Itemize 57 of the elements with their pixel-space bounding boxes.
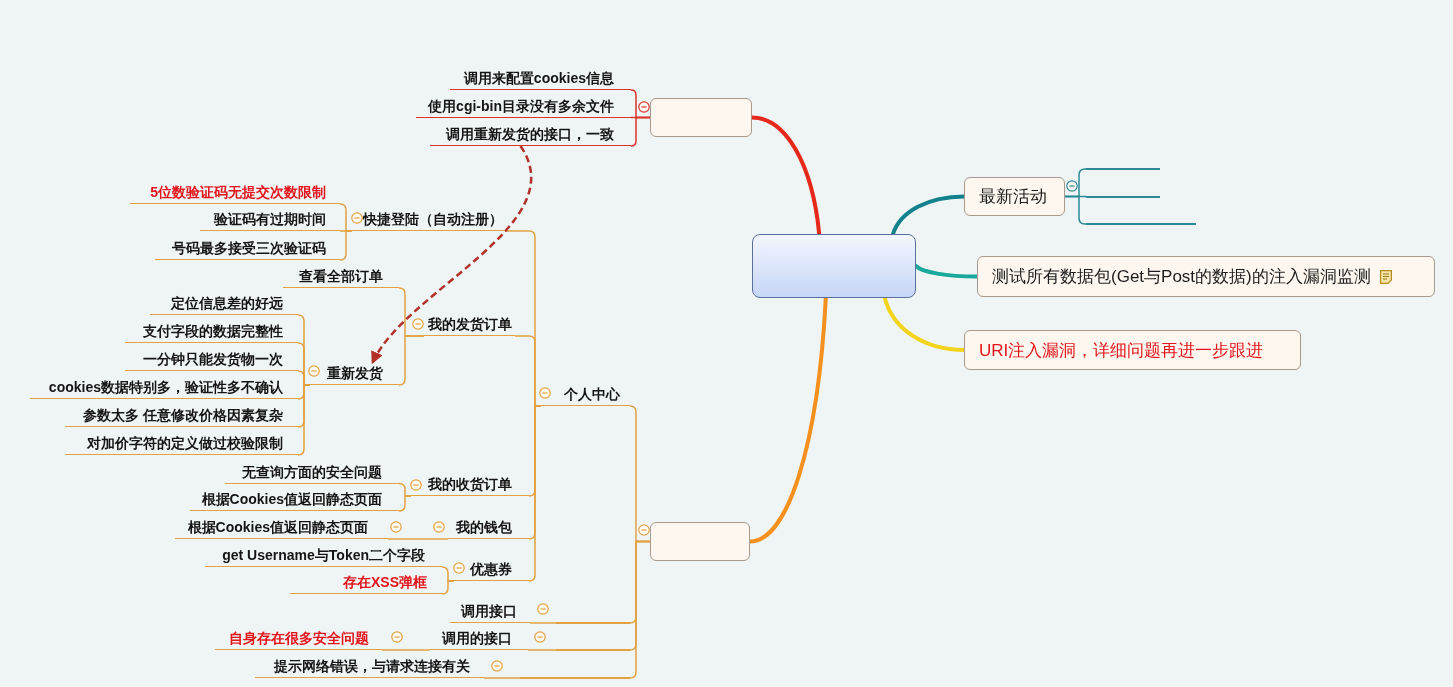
topic-label: 支付字段的数据完整性 bbox=[125, 321, 298, 343]
branch-line bbox=[556, 622, 630, 624]
connector bbox=[630, 116, 651, 147]
connector bbox=[441, 580, 455, 595]
topic-label: 参数太多 任意修改价格因素复杂 bbox=[65, 405, 298, 427]
topic-label: 5位数验证码无提交次数限制 bbox=[130, 182, 340, 204]
connector bbox=[381, 649, 431, 651]
branch-curve bbox=[750, 115, 822, 236]
branch-curve bbox=[891, 194, 966, 236]
connector bbox=[629, 540, 651, 679]
topic-label: 调用的接口 bbox=[430, 628, 528, 650]
connector bbox=[528, 405, 542, 582]
topic-label: 验证码有过期时间 bbox=[200, 209, 340, 231]
topic-label: get Username与Token二个字段 bbox=[205, 545, 442, 567]
topic-label: 我的钱包 bbox=[448, 517, 529, 539]
topic-label: 存在XSS弹框 bbox=[290, 572, 442, 594]
connector bbox=[297, 384, 311, 456]
connector bbox=[529, 622, 557, 624]
topic-label: cookies数据特别多，验证性多不确认 bbox=[30, 377, 298, 399]
topic-label: 自身存在很多安全问题 bbox=[215, 628, 382, 650]
topic-label: 一分钟只能发货物一次 bbox=[125, 349, 298, 371]
branch-line bbox=[1086, 168, 1160, 170]
topic-label: 根据Cookies值返回静态页面 bbox=[190, 489, 399, 511]
connector bbox=[339, 230, 353, 261]
topic-label: 定位信息差的好远 bbox=[150, 293, 298, 315]
branch-curve bbox=[914, 264, 979, 279]
topic-label: 查看全部订单 bbox=[283, 266, 399, 288]
topic-box: 最新活动 bbox=[964, 177, 1065, 216]
topic-box bbox=[650, 522, 750, 561]
topic-label: 调用重新发货的接口，一致 bbox=[430, 124, 631, 146]
topic-label: 调用来配置cookies信息 bbox=[450, 68, 631, 90]
branch-line bbox=[520, 677, 630, 679]
connector bbox=[398, 495, 412, 512]
connector bbox=[387, 538, 449, 540]
topic-label: 号码最多接受三次验证码 bbox=[155, 238, 340, 260]
topic-label: 我的发货订单 bbox=[424, 314, 515, 336]
topic-label: 无查询方面的安全问题 bbox=[225, 461, 399, 484]
connector bbox=[527, 649, 557, 651]
dashed-arrow bbox=[371, 145, 532, 365]
topic-box: URI注入漏洞，详细问题再进一步跟进 bbox=[964, 330, 1301, 370]
branch-curve bbox=[882, 296, 966, 352]
topic-label: 根据Cookies值返回静态页面 bbox=[175, 517, 388, 539]
topic-box bbox=[650, 98, 752, 137]
branch-line bbox=[1086, 223, 1196, 225]
topic-box bbox=[977, 256, 1435, 297]
topic-label: 提示网络错误，与请求连接有关 bbox=[255, 656, 484, 678]
connector bbox=[1064, 195, 1087, 225]
branch-curve bbox=[748, 296, 828, 544]
topic-text: 测试所有数据包(Get与Post的数据)的注入漏洞监测 bbox=[992, 266, 1371, 288]
branch-line bbox=[1086, 196, 1160, 198]
connector bbox=[483, 677, 521, 679]
central-topic-box bbox=[752, 234, 916, 298]
branch-line bbox=[556, 649, 630, 651]
topic-label: 对加价字符的定义做过校验限制 bbox=[65, 433, 298, 455]
connector bbox=[398, 335, 425, 386]
topic-label: 使用cgi-bin目录没有多余文件 bbox=[416, 96, 631, 118]
topic-label: 调用接口 bbox=[450, 601, 530, 623]
